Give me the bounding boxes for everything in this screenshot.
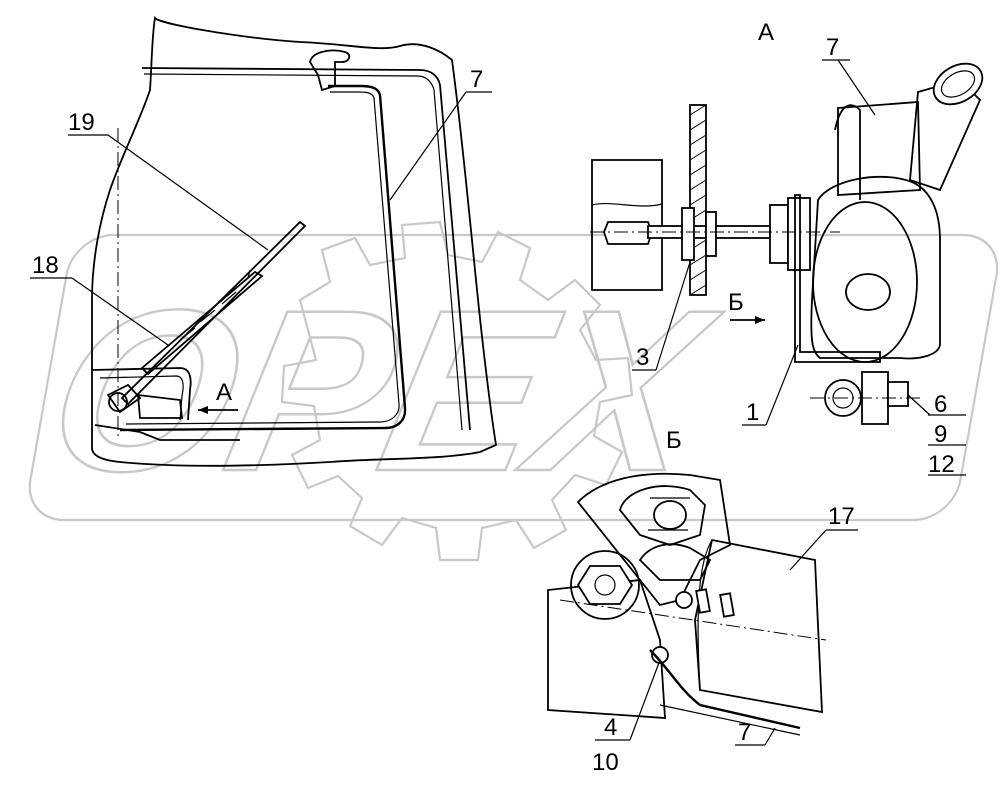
motor-17 [694,538,823,714]
leader-7-window [389,91,467,201]
panel-section [689,104,707,296]
leader-3 [655,261,691,371]
callout-17: 17 [828,503,855,530]
window-lower-frame-inner [99,375,184,421]
window-frame-right-inner [143,73,463,431]
callout-18: 18 [32,252,59,279]
callout-3: 3 [636,344,649,371]
washer-left [681,207,695,261]
motor-17-clamp-a [695,588,711,614]
callout-1: 1 [746,399,759,426]
wiper-blade [140,270,264,376]
watermark-text: OPEX [30,262,736,519]
washer-nozzle [309,49,351,92]
callout-4: 4 [604,714,617,741]
linkage-bolt [675,591,693,609]
washer-tube-lower-inner [659,704,801,736]
cab-window-view: A 19 18 7 [30,15,497,467]
callout-12: 12 [928,451,955,478]
view-a-detail: A [590,19,984,478]
motor-17-centerline [559,599,827,641]
motor-housing-top [837,101,921,196]
main-nut-washer [570,550,640,620]
nut-left [769,204,789,264]
washer-tube [119,84,407,432]
watermark-gear-outline [280,220,634,562]
watermark: OPEX [28,220,999,562]
wiper-pivot [108,392,128,412]
callout-7-view-b: 7 [738,719,751,746]
wiper-pivot-base [106,383,142,414]
view-b-arrow-label: Б [728,289,744,316]
motor-shaft-hole [845,273,891,311]
bolt-head [603,221,653,245]
callout-9: 9 [934,421,947,448]
linkage [638,543,712,581]
callout-7-window: 7 [470,66,483,93]
fitting-cap [887,381,909,407]
view-a-arrow-label: A [216,379,232,406]
leader-7-view-b [764,727,776,746]
window-frame-right [141,67,471,431]
window-lower-frame [91,367,192,421]
pipe-end [932,62,984,106]
base-plate [547,579,666,719]
view-b-detail: Б 17 4 10 7 [547,427,858,776]
wiper-arm [120,220,307,406]
nut-right [787,197,811,271]
callout-19: 19 [68,109,95,136]
leader-7-view-a [837,59,876,116]
leader-1 [765,344,799,426]
leader-17 [789,529,827,571]
callout-10: 10 [592,749,619,776]
wiper-blade-detail [179,269,251,341]
motor-arm [834,104,861,200]
bracket [794,194,881,363]
main-nut-hole [594,574,616,596]
motor-17-clamp-b [719,592,735,618]
view-b-arrowhead [755,316,765,324]
callout-6: 6 [934,391,947,418]
view-a-arrowhead [198,406,208,414]
motor-face [812,201,918,363]
washer-right [705,211,717,257]
lower-bolt [651,646,669,664]
callout-7-view-a: 7 [826,34,839,61]
leader-18 [71,277,169,346]
washer-tube-lower [649,649,801,730]
motor-housing [810,175,941,360]
mount-block [591,159,663,291]
motor-17-edge [697,539,713,691]
view-b-title: Б [666,427,682,454]
wiper-motor-body [137,393,184,419]
cab-body-outline [91,15,497,467]
leader-4 [629,659,661,741]
crank-teeth [648,497,690,531]
watermark-frame [28,233,999,522]
mount-block-break [591,202,663,207]
leader-19 [107,134,269,251]
main-nut [576,565,634,605]
view-a-title: A [758,19,774,46]
crank-gear [619,485,706,546]
pipe-end-inner [940,70,976,98]
crank-pivot [653,500,687,530]
washer-tube-inner [125,91,400,425]
leader-6 [907,394,931,416]
